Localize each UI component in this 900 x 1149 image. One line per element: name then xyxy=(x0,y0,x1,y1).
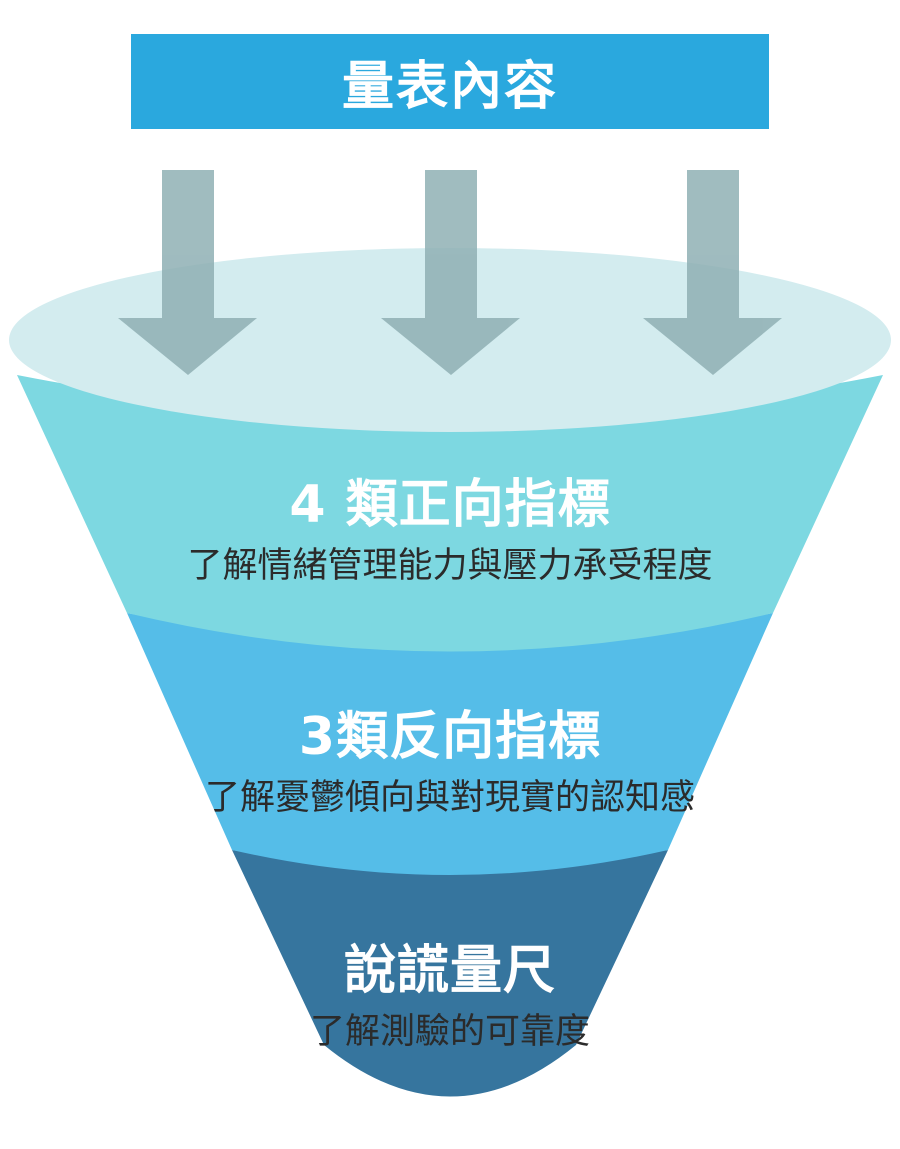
negative-indicators-label: 3類反向指標 了解憂鬱傾向與對現實的認知感 xyxy=(0,706,900,820)
tier-description: 了解情緒管理能力與壓力承受程度 xyxy=(187,546,713,586)
positive-indicators-label: 4 類正向指標 了解情緒管理能力與壓力承受程度 xyxy=(0,474,900,588)
funnel-tier-1 xyxy=(17,375,883,652)
tier-title: 說謊量尺 xyxy=(343,941,556,1001)
down-arrow-icon xyxy=(381,170,520,375)
tier-description: 了解憂鬱傾向與對現實的認知感 xyxy=(204,778,695,818)
tier-description: 了解測驗的可靠度 xyxy=(309,1012,590,1052)
funnel-tier-3 xyxy=(232,850,668,1097)
down-arrow-icon xyxy=(118,170,257,375)
lie-scale-label: 說謊量尺 了解測驗的可靠度 xyxy=(0,940,900,1054)
funnel-tier-2 xyxy=(127,613,773,875)
tier-title: 4 類正向指標 xyxy=(289,475,611,535)
scale-content-header: 量表內容 xyxy=(131,34,769,129)
header-title: 量表內容 xyxy=(341,57,558,117)
down-arrow-icon xyxy=(643,170,782,375)
tier-title: 3類反向指標 xyxy=(298,707,602,767)
